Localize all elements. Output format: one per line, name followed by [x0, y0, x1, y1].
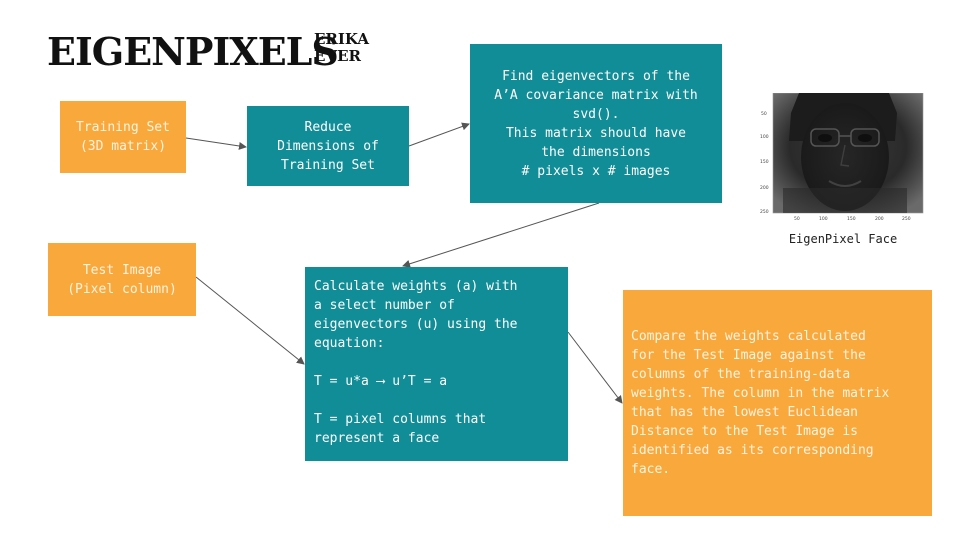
y-tick-200: 200 [760, 185, 769, 191]
arrow-training-to-reduce [185, 137, 247, 150]
y-tick-100: 100 [760, 134, 769, 140]
page-title: EIGENPIXELS [47, 29, 339, 74]
author-name: ERIKA EVER [314, 31, 369, 65]
compare-weights-box: Compare the weights calculated for the T… [623, 290, 932, 516]
face-caption: EigenPixel Face [788, 232, 898, 246]
eigenpixel-face-image: 50 100 150 200 250 50 100 150 200 250 [760, 93, 924, 221]
arrow-reduce-to-eigenvectors [408, 122, 470, 147]
author-first-name: ERIKA [314, 30, 369, 48]
x-tick-200: 200 [875, 216, 884, 221]
face-x-ticks: 50 100 150 200 250 [794, 216, 911, 221]
training-set-box: Training Set (3D matrix) [60, 101, 186, 173]
calculate-weights-box: Calculate weights (a) with a select numb… [305, 267, 568, 461]
y-tick-150: 150 [760, 159, 769, 165]
x-tick-50: 50 [794, 216, 800, 221]
arrow-eigenvectors-to-weights [402, 202, 600, 268]
x-tick-250: 250 [902, 216, 911, 221]
y-tick-250: 250 [760, 209, 769, 215]
arrow-weights-to-compare [567, 331, 623, 404]
arrow-test-to-weights [195, 276, 305, 365]
test-image-box: Test Image (Pixel column) [48, 243, 196, 316]
x-tick-150: 150 [847, 216, 856, 221]
face-y-ticks: 50 100 150 200 250 [760, 111, 769, 215]
eigenvectors-box: Find eigenvectors of the A’A covariance … [470, 44, 722, 203]
reduce-dimensions-box: Reduce Dimensions of Training Set [247, 106, 409, 186]
y-tick-50: 50 [761, 111, 767, 117]
author-last-name: EVER [314, 47, 361, 65]
compare-weights-text: Compare the weights calculated for the T… [631, 329, 890, 477]
x-tick-100: 100 [819, 216, 828, 221]
